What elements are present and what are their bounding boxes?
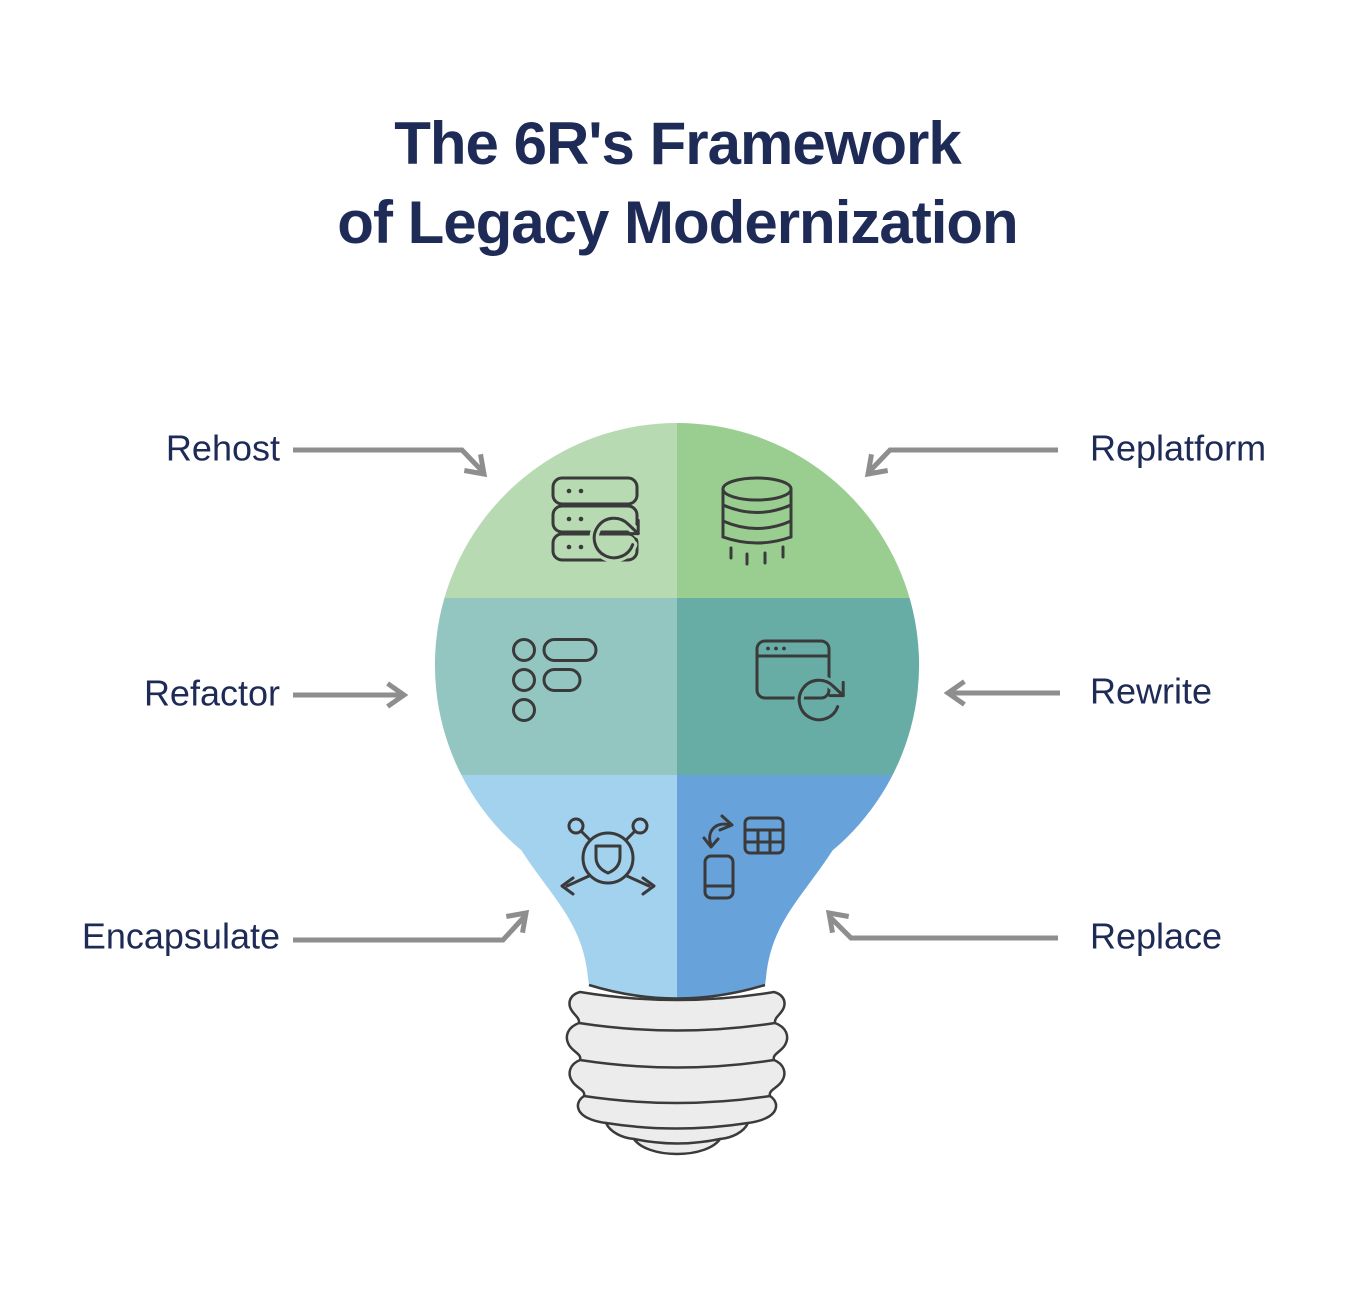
shield-shape bbox=[594, 844, 622, 875]
replatform-label: Replatform bbox=[1090, 427, 1267, 469]
glass-base-junction bbox=[588, 983, 766, 1000]
data-drip-lines bbox=[729, 545, 785, 566]
bulb-glass-sections bbox=[434, 423, 920, 999]
section-replatform-fill bbox=[677, 423, 920, 598]
section-rewrite-fill bbox=[677, 598, 920, 775]
replace-arrow bbox=[825, 909, 1058, 941]
refactor-label: Refactor bbox=[143, 672, 280, 714]
bulb-base-threads bbox=[577, 1021, 777, 1145]
swap-curve bbox=[708, 822, 732, 847]
bulb-base bbox=[565, 990, 789, 1156]
swap-arrowhead-top bbox=[718, 814, 734, 832]
refactor-arrow bbox=[293, 681, 409, 709]
title-line-2: of Legacy Modernization bbox=[337, 189, 1018, 256]
replatform-arrow bbox=[864, 447, 1058, 478]
rewrite-arrow bbox=[943, 679, 1060, 707]
arrowhead-left bbox=[560, 876, 575, 896]
browser-refresh-icon bbox=[755, 639, 848, 725]
replace-label: Replace bbox=[1090, 915, 1223, 957]
browser-dots bbox=[766, 646, 786, 651]
refresh-arrow bbox=[797, 678, 845, 722]
device-swap-icon bbox=[702, 814, 785, 900]
swap-arrowhead-bottom bbox=[702, 836, 720, 849]
rehost-label: Rehost bbox=[165, 427, 280, 469]
rehost-arrow bbox=[293, 447, 488, 478]
section-encapsulate-fill bbox=[434, 775, 677, 999]
rewrite-label: Rewrite bbox=[1090, 670, 1213, 712]
title-line-1: The 6R's Framework bbox=[394, 110, 961, 177]
encapsulate-arrow bbox=[293, 909, 530, 943]
shield-network-icon bbox=[560, 817, 656, 896]
server-dots bbox=[566, 488, 584, 550]
database-migration-icon bbox=[721, 476, 793, 566]
encapsulate-label: Encapsulate bbox=[81, 915, 280, 957]
refresh-arrow bbox=[592, 516, 640, 560]
page-title: The 6R's Framework of Legacy Modernizati… bbox=[0, 104, 1355, 262]
list-toggle-icon bbox=[512, 638, 598, 722]
arrowhead-right bbox=[641, 876, 656, 896]
server-refresh-icon bbox=[551, 476, 643, 563]
section-refactor-fill bbox=[434, 598, 677, 775]
